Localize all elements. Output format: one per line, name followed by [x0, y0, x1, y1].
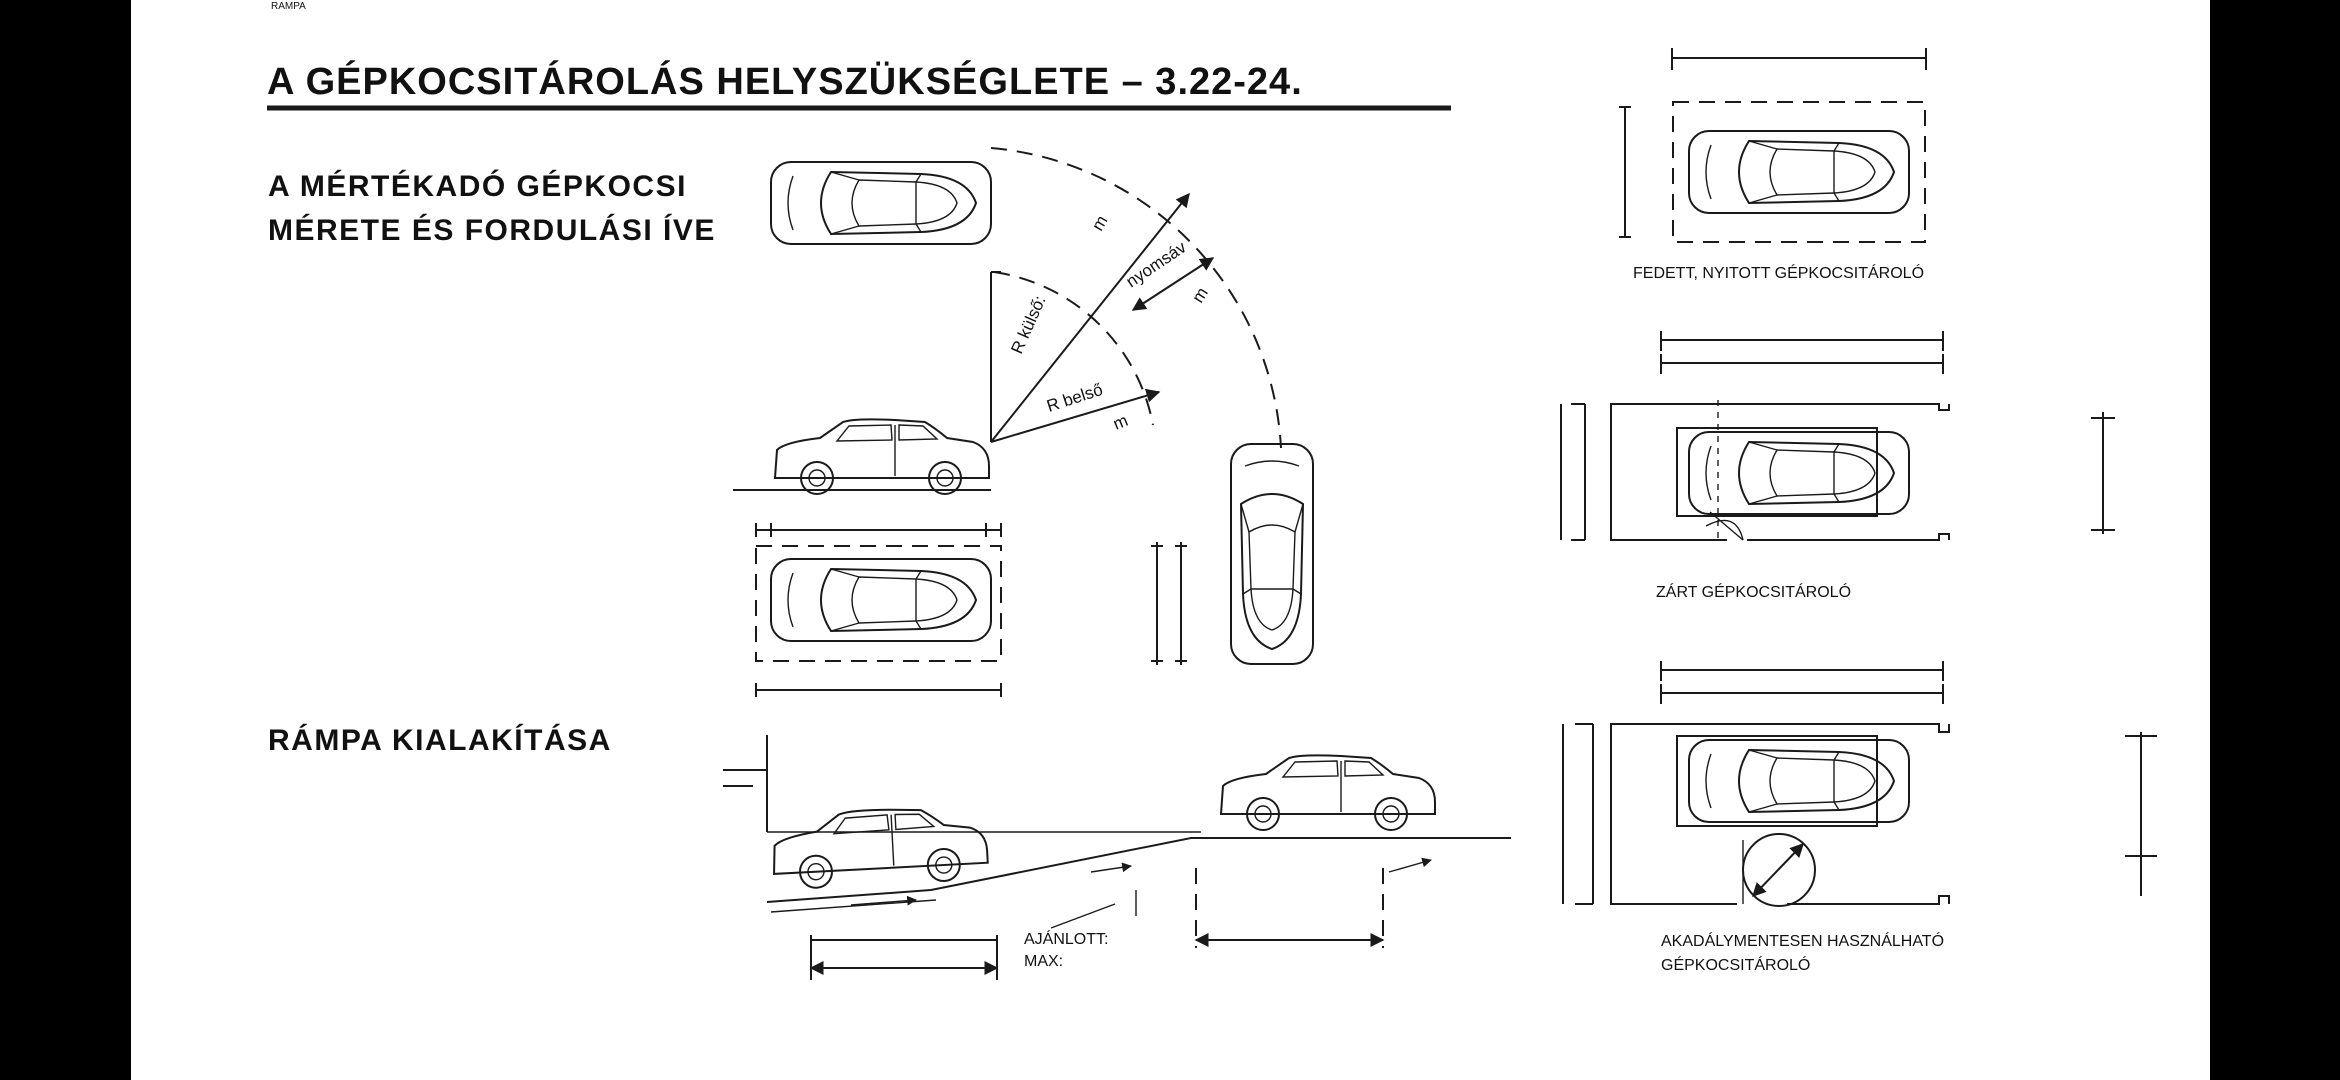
caption-closed-garage: ZÁRT GÉPKOCSITÁROLÓ [1656, 582, 1851, 601]
caption-open-garage: FEDETT, NYITOTT GÉPKOCSITÁROLÓ [1633, 263, 1924, 282]
closed-garage-walls [1610, 403, 1950, 541]
turning-heading-line2: MÉRETE ÉS FORDULÁSI ÍVE [268, 213, 716, 247]
inner-radius-line [990, 388, 1161, 443]
label-m-inner: m [1110, 411, 1130, 434]
label-m-outer: m [1088, 212, 1112, 234]
open-garage-diagram: FEDETT, NYITOTT GÉPKOCSITÁROLÓ [1619, 48, 1927, 282]
label-m-track: m [1188, 284, 1212, 306]
corner-label: RAMPA [271, 1, 306, 12]
accessible-garage-walls [1610, 723, 1950, 905]
label-ajanlott: AJÁNLOTT: [1024, 929, 1108, 948]
car-vertical-top-view-icon [1230, 443, 1314, 665]
ramp-slope [766, 837, 1511, 903]
ramp-heading: RÁMPA KIALAKÍTÁSA [268, 723, 612, 757]
accessible-garage-diagram: AKADÁLYMENTESEN HASZNÁLHATÓ GÉPKOCSITÁRO… [1562, 661, 2157, 974]
inner-turning-arc [993, 271, 1154, 426]
label-max: MAX: [1024, 953, 1063, 970]
track-width-line [1131, 257, 1215, 311]
page-title: A GÉPKOCSITÁROLÁS HELYSZÜKSÉGLETE – 3.22… [267, 59, 1303, 103]
ramp-diagram: AJÁNLOTT: MAX: [723, 735, 1511, 980]
outer-radius-line [990, 192, 1190, 443]
turning-heading-line1: A MÉRTÉKADÓ GÉPKOCSI [268, 169, 687, 203]
open-garage-car-icon [1688, 130, 1910, 214]
parking-stall-outline [755, 545, 1002, 662]
ramp-upper-car-icon [1220, 754, 1436, 831]
car-side-view-icon [774, 418, 990, 495]
car-top-view-icon [770, 161, 992, 245]
diagram-page: RAMPA A GÉPKOCSITÁROLÁS HELYSZÜKSÉGLETE … [131, 0, 2210, 1080]
car-in-stall-icon [770, 558, 992, 642]
open-garage-outline [1672, 101, 1926, 243]
parking-diagram: RAMPA A GÉPKOCSITÁROLÁS HELYSZÜKSÉGLETE … [267, 1, 2157, 980]
caption-accessible-line1: AKADÁLYMENTESEN HASZNÁLHATÓ [1661, 931, 1944, 950]
turning-radius-diagram: R külső: m nyomsáv m R belső m [733, 147, 1314, 697]
closed-garage-diagram: ZÁRT GÉPKOCSITÁROLÓ [1560, 331, 2115, 601]
caption-accessible-line2: GÉPKOCSITÁROLÓ [1661, 955, 1810, 974]
label-r-kulso: R külső: [1007, 293, 1049, 357]
outer-turning-arc [990, 147, 1282, 449]
ramp-lower-car-icon [769, 803, 990, 891]
